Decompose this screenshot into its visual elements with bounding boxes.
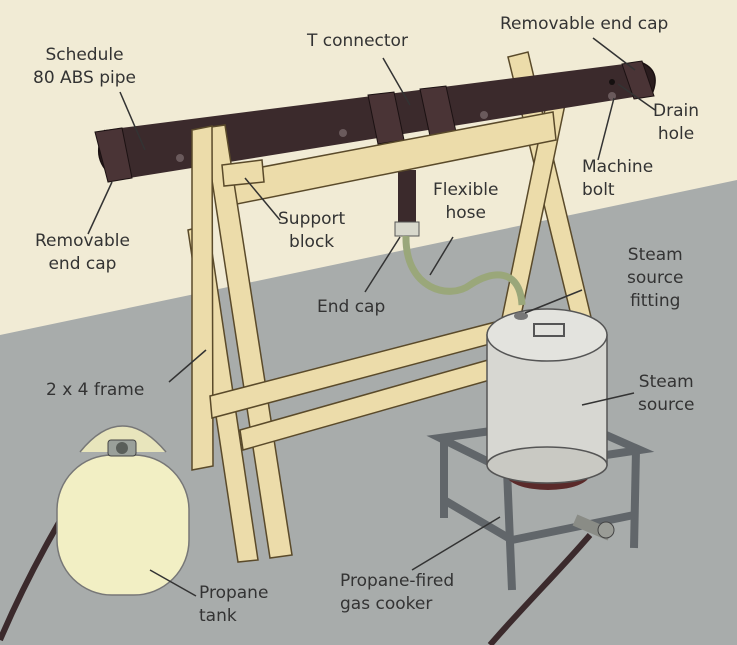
leader-schedule-pipe [119,91,146,151]
leader-steam-source [581,392,635,406]
leader-t-connector [382,57,411,106]
leader-flexible-hose [429,236,454,276]
stand-brace-1 [441,496,515,544]
leader-drain-hole [617,83,656,111]
sawhorse-left [187,111,557,563]
label-steam-source: Steam source [638,372,695,415]
left-leg-side [191,125,214,471]
label-2x4-frame: 2 x 4 frame [46,380,145,400]
label-end-cap-right: Removable end cap [500,14,669,34]
label-t-connector: T connector [307,31,408,51]
flexible-hose-line [402,235,526,306]
stand-brace-2 [511,511,635,544]
label-propane-tank: Propane tank [199,583,269,626]
left-end-cap [94,127,133,183]
label-end-cap-left: Removable end cap [35,231,130,274]
tank-valve-knob [116,442,128,454]
leader-steam-fitting [524,289,583,314]
label-flexible-hose: Flexible hose [433,180,499,223]
machine-bolt-mid [339,129,347,137]
label-steam-source-fitting: Steam source fitting [627,245,684,311]
drum-handle [533,323,565,337]
drain-hole-dot [609,79,615,85]
leader-propane-tank [149,569,197,597]
gas-valve-knob [597,521,615,539]
propane-hose-right [487,533,593,645]
drum-bottom [486,446,608,484]
label-drain-hole: Drain hole [653,101,699,144]
machine-bolt-right [608,92,616,100]
steam-fitting [514,312,528,320]
label-machine-bolt: Machine bolt [582,157,654,200]
leader-end-cap-hose [364,236,401,293]
leader-end-cap-right [592,37,636,71]
tank-body [56,454,190,596]
steam-source-drum [486,308,608,484]
leader-gas-cooker [411,516,501,571]
abs-pipe [94,60,656,183]
tank-collar [79,425,167,453]
leader-frame [168,349,207,383]
right-end-cap [621,60,655,100]
label-end-cap-hose: End cap [317,297,386,317]
stand-leg-2 [503,469,516,591]
leader-machine-bolt [597,97,615,161]
leader-end-cap-left [87,181,113,235]
machine-bolt-left [176,154,184,162]
propane-tank-shape [56,425,190,596]
machine-bolt-center [480,111,488,119]
left-leg-front [203,124,293,559]
t-drop-pipe [398,170,416,226]
end-cap-hose-fitting [394,221,420,237]
support-block-shape [221,159,265,187]
leader-lines [87,37,656,597]
label-schedule-80-pipe: Schedule 80 ABS pipe [33,45,136,88]
label-support-block: Support block [278,209,346,252]
stand-leg-3 [630,449,640,549]
label-gas-cooker: Propane-fired gas cooker [340,571,455,614]
leader-support-block [244,177,281,221]
